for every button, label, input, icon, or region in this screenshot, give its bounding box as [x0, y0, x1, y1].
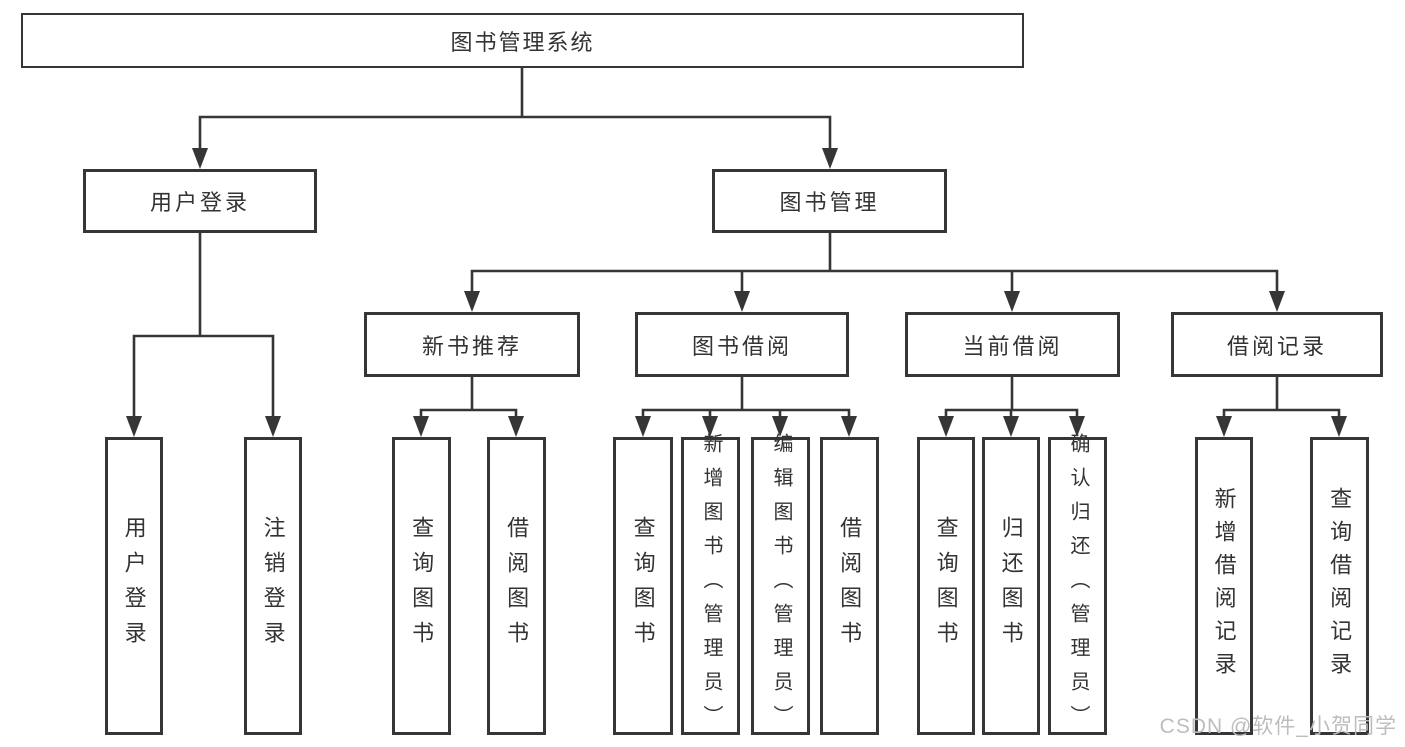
leaf-bb-borrow-book-label: 借阅图书: [837, 516, 863, 656]
leaf-user-login-label: 用户登录: [121, 516, 147, 656]
leaf-user-login: 用户登录: [105, 437, 163, 735]
node-new-book-recommend-label: 新书推荐: [421, 333, 522, 359]
node-borrow-records-label: 借阅记录: [1226, 333, 1327, 359]
leaf-br-query-record: 查询借阅记录: [1310, 437, 1369, 735]
node-book-borrow: 图书借阅: [635, 312, 849, 377]
leaf-bb-add-book-admin: 新增图书（管理员）: [681, 433, 740, 739]
watermark: CSDN @软件_小贺同学: [1159, 715, 1397, 738]
leaf-logout-login: 注销登录: [244, 437, 302, 735]
leaf-logout-login-label: 注销登录: [260, 516, 286, 656]
leaf-cb-query-book: 查询图书: [917, 437, 975, 735]
leaf-cb-return-book: 归还图书: [982, 437, 1040, 735]
leaf-bb-query-book: 查询图书: [613, 437, 673, 735]
leaf-br-query-record-label: 查询借阅记录: [1327, 487, 1353, 685]
leaf-nb-borrow-book-label: 借阅图书: [504, 516, 530, 656]
leaf-bb-borrow-book: 借阅图书: [820, 437, 879, 735]
leaf-bb-edit-book-admin: 编辑图书（管理员）: [751, 433, 810, 739]
node-current-borrow-label: 当前借阅: [962, 333, 1063, 359]
node-book-management: 图书管理: [712, 169, 947, 233]
leaf-cb-confirm-return-admin: 确认归还（管理员）: [1048, 433, 1107, 739]
node-borrow-records: 借阅记录: [1171, 312, 1383, 377]
node-user-login-label: 用户登录: [149, 190, 250, 215]
node-book-borrow-label: 图书借阅: [691, 333, 792, 359]
leaf-nb-query-book-label: 查询图书: [409, 516, 435, 656]
leaf-cb-return-book-label: 归还图书: [998, 516, 1024, 656]
node-user-login: 用户登录: [83, 169, 317, 233]
leaf-cb-confirm-return-admin-label: 确认归还（管理员）: [1067, 433, 1089, 739]
leaf-br-add-record: 新增借阅记录: [1195, 437, 1253, 735]
leaf-cb-query-book-label: 查询图书: [933, 516, 959, 656]
node-new-book-recommend: 新书推荐: [364, 312, 580, 377]
node-book-management-label: 图书管理: [779, 190, 880, 215]
node-library-system-label: 图书管理系统: [450, 29, 595, 55]
node-library-system: 图书管理系统: [21, 13, 1024, 68]
leaf-nb-borrow-book: 借阅图书: [487, 437, 546, 735]
leaf-nb-query-book: 查询图书: [392, 437, 451, 735]
node-current-borrow: 当前借阅: [905, 312, 1120, 377]
leaf-br-add-record-label: 新增借阅记录: [1211, 487, 1237, 685]
leaf-bb-query-book-label: 查询图书: [630, 516, 656, 656]
leaf-bb-add-book-admin-label: 新增图书（管理员）: [700, 433, 722, 739]
leaf-bb-edit-book-admin-label: 编辑图书（管理员）: [770, 433, 792, 739]
